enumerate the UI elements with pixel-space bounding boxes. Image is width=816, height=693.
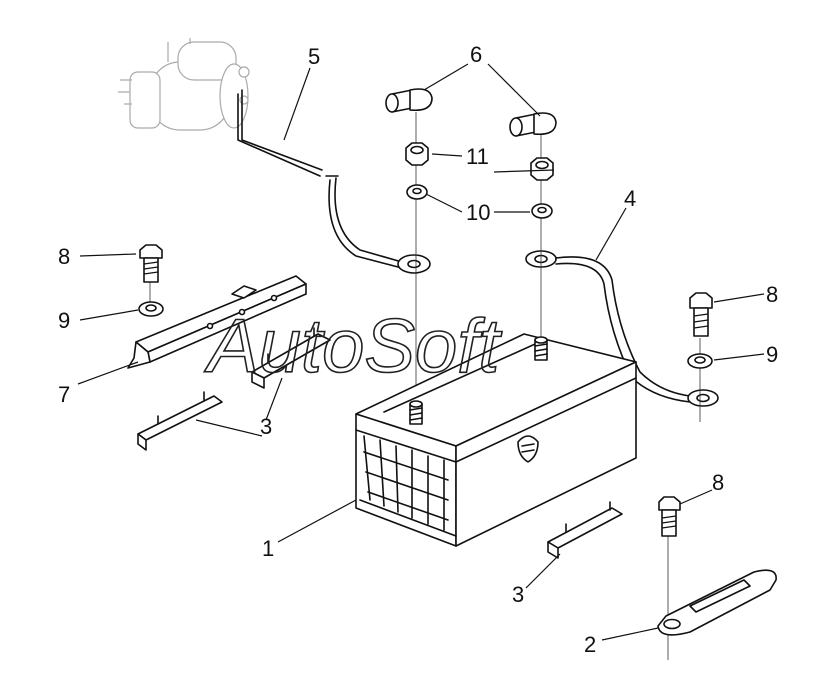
bracket-lower <box>547 501 623 559</box>
hold-down-frame <box>127 275 307 369</box>
callout-9-right: 9 <box>766 342 778 367</box>
callout-3-upper: 3 <box>260 414 272 439</box>
bolt-lower <box>658 496 681 537</box>
callout-1: 1 <box>262 536 274 561</box>
bracket-upper <box>251 327 331 389</box>
callout-10: 10 <box>466 200 490 225</box>
washer-right <box>531 203 553 219</box>
callout-5: 5 <box>308 44 320 69</box>
callout-6: 6 <box>470 42 482 67</box>
starter-cable <box>237 89 431 274</box>
nut-left <box>405 142 429 166</box>
bolt-upper-left <box>139 244 163 283</box>
bracket-mid <box>137 391 223 451</box>
callout-8-lower: 8 <box>712 470 724 495</box>
callout-9-left: 9 <box>58 308 70 333</box>
battery-strap <box>657 569 777 636</box>
callout-7: 7 <box>58 382 70 407</box>
starter-motor <box>118 38 250 131</box>
terminal-clamp-left <box>385 88 433 113</box>
callout-3-lower: 3 <box>512 582 524 607</box>
callout-4: 4 <box>624 186 636 211</box>
nut-right <box>530 157 554 181</box>
watermark: AutoSoft <box>204 304 502 389</box>
callout-labels: 1 2 3 3 4 5 6 7 8 8 8 9 9 10 11 <box>58 42 778 657</box>
bolt-right <box>689 292 713 337</box>
callout-2: 2 <box>584 632 596 657</box>
spring-washer-left <box>138 301 164 317</box>
callout-8-left: 8 <box>58 244 70 269</box>
washer-left <box>406 184 428 200</box>
callout-8-right: 8 <box>766 282 778 307</box>
callout-11: 11 <box>466 144 489 169</box>
leader-lines <box>77 63 765 641</box>
spring-washer-right <box>687 353 713 369</box>
battery <box>355 333 637 547</box>
terminal-clamp-right <box>509 112 557 137</box>
